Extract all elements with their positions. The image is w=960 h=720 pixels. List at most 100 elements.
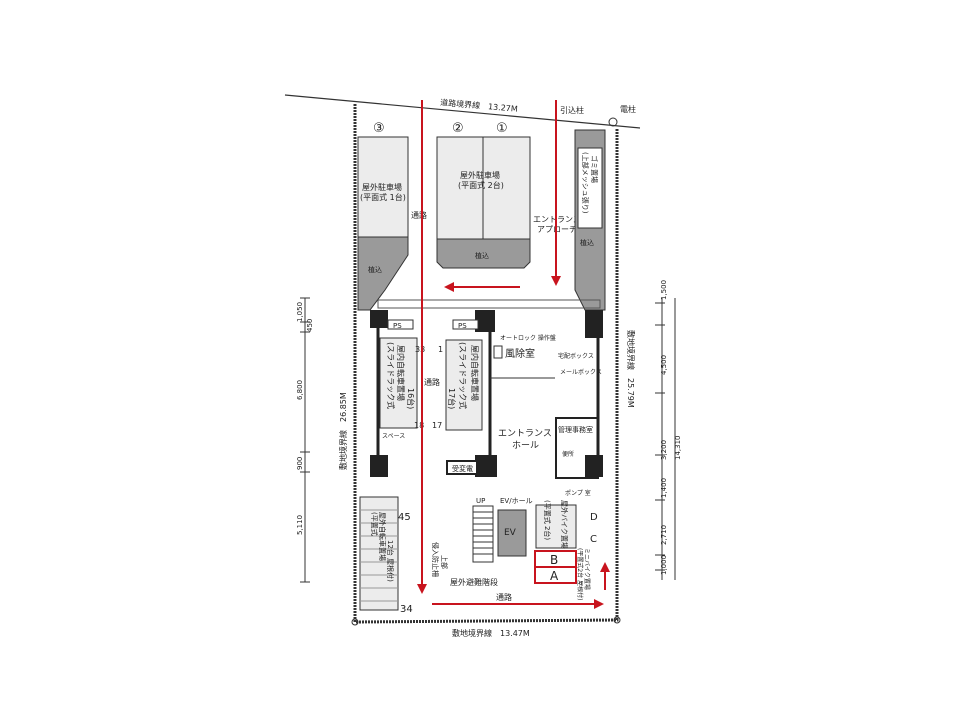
toilet-label: 便所: [562, 450, 574, 458]
ps-box-left: [387, 319, 414, 330]
bike-shelter: [535, 504, 577, 549]
planting-center: [436, 238, 531, 269]
hw-1: 1: [438, 345, 443, 354]
manager-room: [555, 417, 599, 479]
bike-shelter-sub: (平置式 2台): [543, 500, 552, 540]
passage-label-bottom: 通路: [496, 592, 512, 602]
ps-label: PS: [393, 322, 402, 330]
hw-45: 45: [398, 512, 411, 523]
road-boundary-line: [284, 94, 641, 129]
up-label: UP: [476, 497, 485, 505]
dim-right-total: 14,310: [674, 436, 682, 461]
parking-number-2: ②: [452, 121, 464, 136]
slot-a-label: A: [550, 569, 559, 583]
column: [585, 455, 603, 477]
dim-right: 3,200: [660, 440, 668, 460]
red-arrow-left-vertical: [417, 100, 427, 594]
parking-left-sub: (平面式 1台): [360, 192, 406, 202]
outdoor-stairs-label: 屋外避難階段: [450, 577, 498, 587]
corner-marker: [351, 618, 359, 626]
right-dimension-line: [655, 298, 676, 580]
right-boundary-label: 敷地境界線 25.79M: [626, 330, 636, 408]
column: [370, 310, 388, 328]
parking-number-3: ③: [373, 121, 385, 136]
left-boundary-label: 敷地境界線 26.85M: [338, 392, 348, 470]
parking-center-label: 屋外駐車場: [460, 170, 500, 180]
ps-label: PS: [458, 322, 467, 330]
parking-space-3: [357, 136, 409, 238]
outdoor-bike-label: 屋外自転車置場: [378, 512, 387, 561]
hw-33: 33: [415, 345, 425, 354]
column: [475, 310, 495, 332]
left-dimension-line: [300, 297, 310, 583]
dim-left: 900: [296, 457, 304, 470]
hw-18: 18: [414, 421, 424, 430]
parking-center-sub: (平面式 2台): [458, 180, 504, 190]
space-label: スペース: [382, 433, 405, 440]
ps-box-center: [452, 319, 479, 330]
dim-right: 4,500: [660, 355, 668, 375]
utility-pole-icon: [608, 117, 618, 127]
motorbike-label: ミニバイク置場: [583, 548, 591, 590]
slot-a: [534, 566, 577, 584]
dim-left: 5,110: [296, 515, 304, 535]
building-top-edge: [377, 299, 601, 309]
outdoor-stairs: [472, 505, 494, 563]
autolock-label: オートロック 操作盤: [500, 334, 556, 342]
utility-pole-label: 電柱: [620, 104, 636, 114]
planting-label: 植込: [368, 265, 382, 274]
corner-marker: [613, 616, 621, 624]
red-arrow-top-horizontal: [444, 282, 520, 292]
slot-b-label: B: [550, 553, 558, 567]
hw-D: D: [590, 512, 598, 523]
windbreak-room-label: 風除室: [505, 347, 535, 360]
road-boundary-label: 道路境界線 13.27M: [440, 97, 518, 114]
outdoor-bike-sub: (平置式: [370, 512, 379, 536]
mailbox-label: メールボックス: [560, 368, 602, 376]
service-pole-label: 引込柱: [560, 105, 584, 115]
bike-center-count: 17台): [447, 388, 457, 409]
column: [475, 455, 497, 477]
bike-left-sub: (スライドラック式: [386, 342, 396, 409]
bike-left-label: 屋内自転車置場: [396, 345, 406, 401]
motorbike-sub: (平置式2台 屋根付): [576, 548, 584, 600]
substation-label: 受変電: [452, 464, 473, 473]
hw-C: C: [590, 534, 597, 545]
ev-hall-label: EV/ホール: [500, 497, 533, 505]
bike-center-sub: (スライドラック式: [458, 342, 468, 409]
planting-label: 植込: [475, 251, 489, 260]
red-arrow-up: [600, 562, 610, 590]
indoor-bike-parking-left: [379, 337, 418, 429]
dim-left: 6,800: [296, 380, 304, 400]
dim-right: 1,000: [660, 555, 668, 575]
bike-left-count: 16台): [406, 388, 416, 409]
column: [370, 455, 388, 477]
garbage-area: [577, 147, 603, 229]
garbage-sub: (上部メッシュ張り): [581, 152, 590, 214]
indoor-bike-parking-center: [445, 339, 483, 431]
dim-left: 450: [306, 319, 314, 332]
entrance-hall-label: エントランス: [498, 428, 552, 439]
hw-34: 34: [400, 604, 413, 615]
parking-left-label: 屋外駐車場: [362, 182, 402, 192]
red-arrow-bottom-horizontal: [432, 599, 604, 609]
planting-label: 植込: [580, 238, 594, 247]
fence-sub: 上部: [440, 555, 449, 569]
fence-label: 侵入防止柵: [431, 542, 440, 577]
dim-right: 1,400: [660, 478, 668, 498]
pump-room-label: ポンプ 室: [565, 489, 591, 497]
dim-left: 1,050: [296, 302, 304, 322]
garbage-label: ゴミ置場: [590, 155, 599, 183]
bottom-boundary-label: 敷地境界線 13.47M: [452, 628, 530, 638]
entrance-hall-sub: ホール: [512, 440, 539, 451]
dim-right: 1,500: [660, 280, 668, 300]
planting-left: [357, 236, 409, 311]
substation-box: [446, 460, 478, 475]
outdoor-bike-count: 12台 屋根付): [386, 540, 395, 582]
manager-room-label: 管理事務室: [558, 425, 593, 434]
autolock-panel: [493, 345, 503, 359]
site-boundary: [353, 104, 619, 624]
parking-number-1: ①: [496, 121, 508, 136]
dim-right: 2,710: [660, 525, 668, 545]
